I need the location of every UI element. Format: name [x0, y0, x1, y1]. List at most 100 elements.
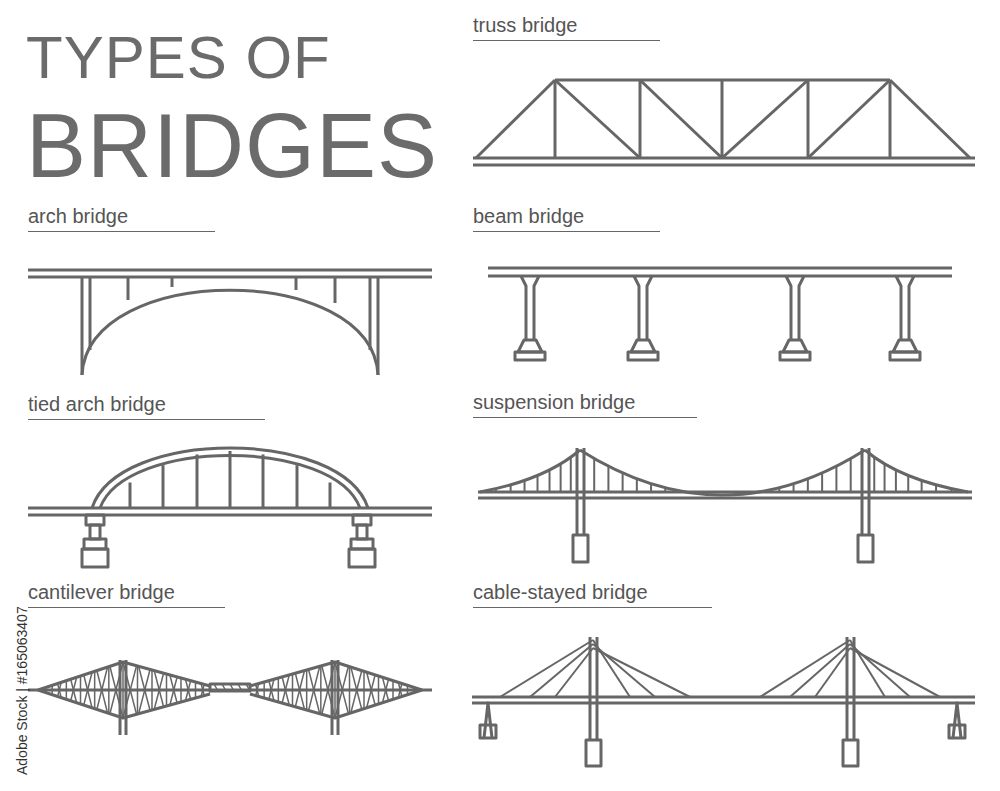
bridge-stroke — [478, 491, 972, 494]
bridge-stroke — [363, 662, 365, 718]
bridge-stroke — [321, 662, 335, 718]
bridge-stroke — [583, 448, 586, 535]
bridge-stroke — [907, 476, 909, 493]
bridge-stroke — [129, 483, 132, 508]
bridge-type-label: beam bridge — [473, 204, 660, 232]
bridge-stroke — [580, 450, 865, 495]
bridge-stroke — [593, 459, 595, 492]
bridge-stroke — [293, 662, 307, 718]
bridge-stroke — [66, 662, 80, 718]
bridge-stroke — [843, 740, 858, 766]
bridge-stroke — [555, 648, 593, 697]
bridge-stroke — [549, 470, 551, 492]
bridge-stroke — [408, 662, 423, 718]
bridge-stroke — [196, 662, 211, 718]
bridge-stroke — [28, 269, 432, 272]
bridge-stroke — [250, 662, 264, 718]
bridge-stroke — [167, 662, 182, 718]
bridge-stroke — [89, 277, 92, 350]
bridge-stroke — [349, 662, 351, 718]
bridge-stroke — [721, 80, 724, 158]
bridge-stroke — [222, 684, 226, 691]
bridge-stroke — [484, 703, 492, 738]
bridge-stroke — [349, 549, 375, 567]
bridge-stroke — [861, 448, 864, 535]
bridge-stroke — [537, 476, 539, 493]
bridge-stroke — [890, 352, 920, 360]
bridge-stroke — [868, 448, 871, 535]
bridge-type-label: tied arch bridge — [28, 392, 265, 420]
bridge-stroke — [66, 662, 80, 718]
bridge-stroke — [953, 703, 961, 738]
bridge-stroke — [229, 451, 232, 508]
bridge-stroke — [92, 448, 368, 508]
bridge-stroke — [108, 662, 110, 718]
bridge-stroke — [250, 662, 264, 718]
bridge-stroke — [377, 277, 380, 375]
bridge-stroke — [835, 466, 837, 492]
bridge-stroke — [631, 340, 655, 352]
watermark: Adobe Stock | #165063407 — [14, 606, 30, 775]
bridge-stroke — [890, 80, 970, 158]
bridge-stroke — [122, 662, 124, 718]
bridge-stroke — [52, 662, 66, 718]
bridge-stroke — [109, 662, 123, 718]
bridge-type-label: suspension bridge — [473, 390, 697, 418]
bridge-stroke — [350, 662, 365, 718]
bridge-stroke — [95, 662, 109, 718]
bridge-stroke — [138, 662, 153, 718]
bridge-stroke — [530, 644, 593, 697]
bridge-stroke — [379, 662, 394, 718]
bridge-stroke — [246, 684, 250, 691]
bridge-stroke — [82, 549, 108, 567]
bridge-stroke — [306, 662, 308, 718]
bridge-stroke — [38, 662, 52, 718]
bridge-stroke — [52, 662, 66, 718]
bridge-stroke — [650, 484, 652, 492]
bridge-stroke — [821, 473, 823, 492]
page-title: TYPES OF BRIDGES — [26, 14, 471, 190]
bridge-stroke — [151, 662, 153, 718]
bridge-stroke — [335, 662, 350, 718]
tied-arch-bridge-drawing — [28, 448, 432, 567]
bridge-stroke — [949, 725, 965, 738]
bridge-stroke — [51, 662, 53, 718]
bridge-stroke — [807, 479, 809, 492]
bridge-stroke — [778, 488, 780, 492]
bridge-stroke — [664, 488, 666, 492]
bridge-stroke — [123, 662, 138, 718]
bridge-stroke — [555, 80, 640, 158]
bridge-stroke — [138, 662, 153, 718]
bridge-type-label: truss bridge — [473, 13, 660, 41]
bridge-stroke — [780, 352, 810, 360]
bridge-stroke — [893, 340, 917, 352]
bridge-stroke — [335, 662, 350, 718]
bridge-stroke — [181, 662, 196, 718]
bridge-stroke — [81, 277, 84, 375]
bridge-stroke — [320, 662, 322, 718]
bridge-stroke — [152, 662, 167, 718]
bridge-stroke — [921, 480, 923, 492]
bridge-stroke — [786, 276, 804, 340]
bridge-stroke — [473, 164, 975, 167]
bridge-stroke — [895, 470, 897, 492]
bridge-stroke — [480, 725, 496, 738]
bridge-stroke — [639, 80, 642, 158]
bridge-stroke — [850, 648, 940, 697]
bridge-stroke — [357, 525, 367, 539]
bridge-stroke — [576, 448, 579, 535]
bridge-stroke — [935, 485, 937, 492]
bridge-stroke — [264, 662, 278, 718]
bridge-stroke — [392, 662, 394, 718]
bridge-stroke — [109, 662, 123, 718]
bridge-stroke — [853, 637, 856, 740]
bridge-stroke — [364, 662, 379, 718]
suspension-bridge-drawing — [478, 448, 972, 562]
cable-stayed-bridge-drawing — [472, 637, 975, 766]
bridge-stroke — [307, 662, 321, 718]
bridge-stroke — [518, 340, 542, 352]
bridge-stroke — [80, 662, 82, 718]
bridge-stroke — [793, 484, 795, 492]
bridge-stroke — [171, 277, 174, 287]
bridge-stroke — [593, 648, 690, 697]
